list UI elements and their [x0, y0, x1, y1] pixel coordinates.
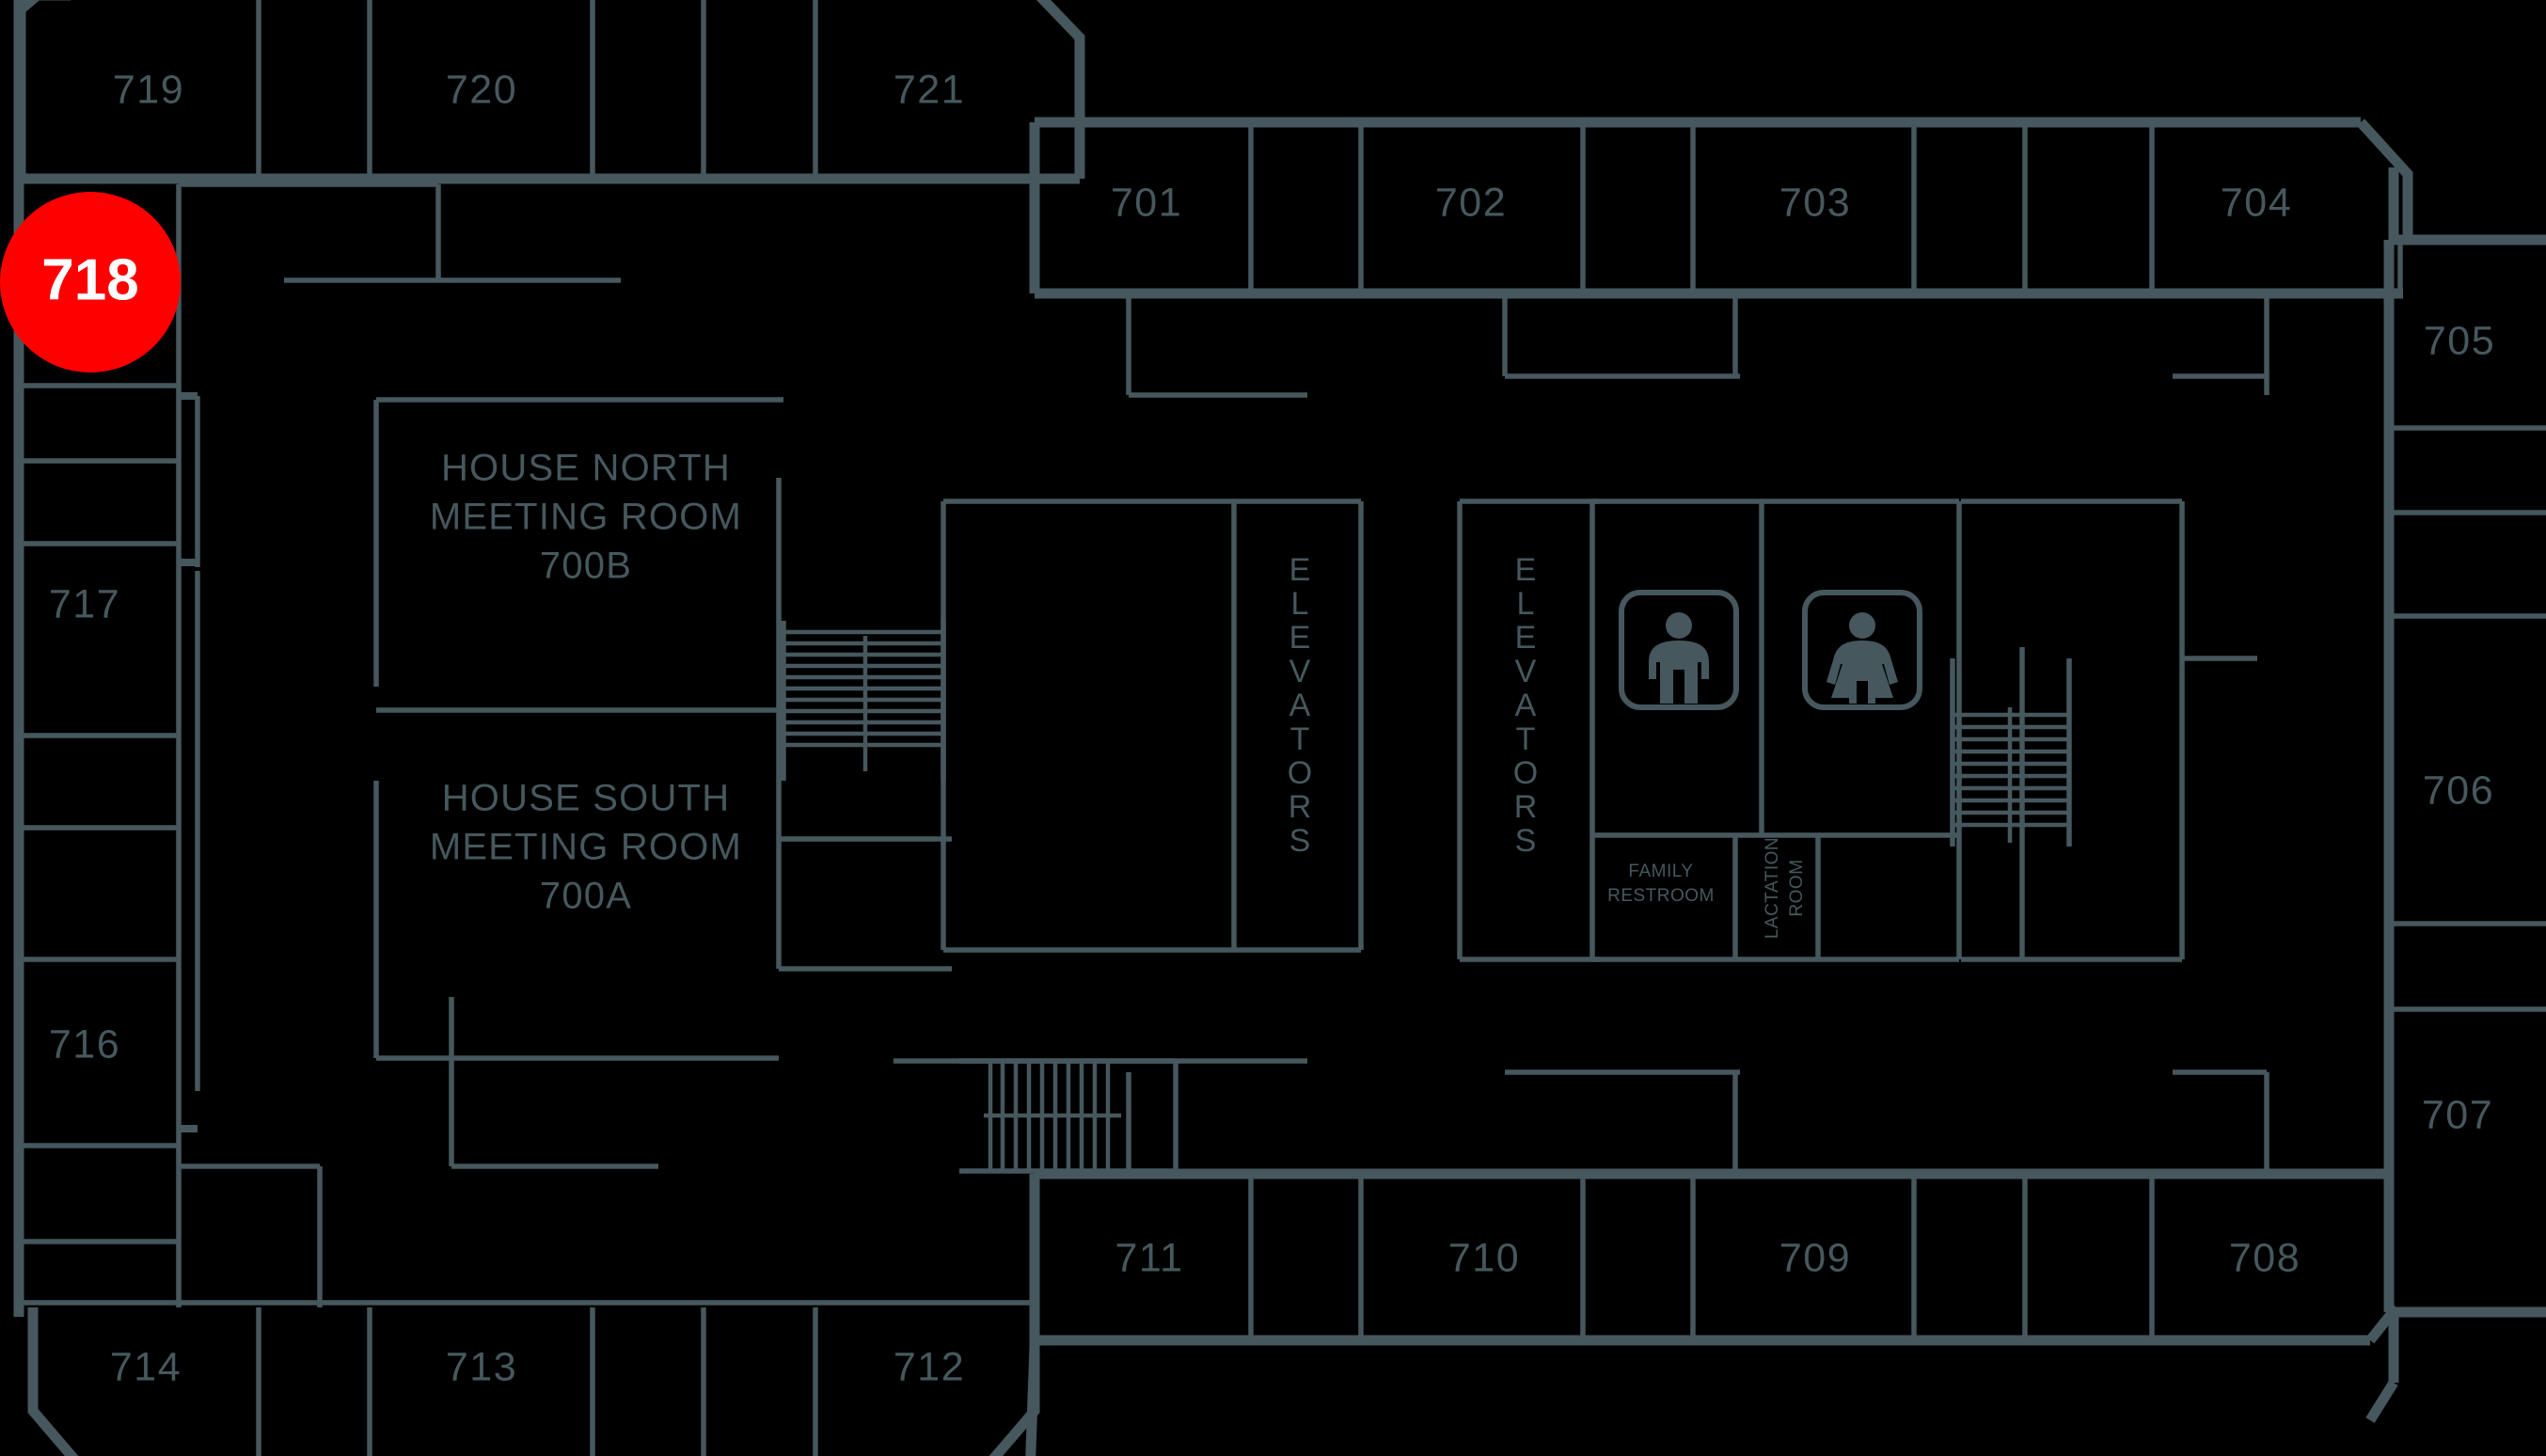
svg-text:LACTATION: LACTATION [1763, 837, 1782, 939]
svg-text:R: R [1514, 789, 1538, 825]
room-label-717: 717 [49, 581, 120, 626]
svg-text:700B: 700B [540, 546, 632, 587]
svg-text:HOUSE SOUTH: HOUSE SOUTH [442, 778, 731, 819]
svg-text:T: T [1290, 721, 1310, 757]
room-label-712: 712 [893, 1344, 965, 1389]
room-label-707: 707 [2422, 1092, 2493, 1137]
top-left-wing-partitions [256, 0, 818, 177]
svg-text:A: A [1515, 688, 1537, 723]
svg-text:E: E [1515, 552, 1537, 588]
room-label-716: 716 [49, 1021, 120, 1067]
corridor-stub-walls [893, 293, 2269, 1174]
svg-text:A: A [1289, 688, 1311, 723]
svg-text:MEETING ROOM: MEETING ROOM [430, 497, 742, 538]
svg-text:O: O [1288, 755, 1312, 791]
building-outline [13, 0, 1085, 184]
facility-labels: FAMILY RESTROOM LACTATION ROOM [1607, 837, 1807, 939]
room-label-703: 703 [1779, 180, 1851, 225]
house-meeting-rooms-walls [373, 397, 952, 1061]
svg-text:E: E [1289, 620, 1311, 656]
svg-text:E: E [1515, 620, 1537, 656]
west-corridor-walls [19, 182, 1030, 1307]
room-label-710: 710 [1448, 1235, 1520, 1280]
stairs-east [1950, 658, 2072, 847]
svg-text:V: V [1289, 654, 1311, 689]
svg-text:ROOM: ROOM [1787, 859, 1807, 916]
svg-text:700A: 700A [540, 876, 632, 917]
family-restroom-label: FAMILY RESTROOM [1607, 862, 1715, 906]
room-label-721: 721 [893, 67, 965, 112]
meeting-room-labels: HOUSE NORTH MEETING ROOM 700B HOUSE SOUTH ME… [430, 448, 742, 917]
svg-text:E: E [1289, 552, 1311, 588]
svg-text:T: T [1516, 721, 1536, 757]
stairs-south-center [959, 1058, 1178, 1174]
svg-text:R: R [1289, 789, 1312, 825]
room-label-714: 714 [110, 1344, 182, 1389]
central-core-walls [941, 499, 2185, 962]
east-wing-rooms [2365, 167, 2546, 1423]
mens-restroom-icon [1619, 590, 1739, 710]
north-wing-rooms [1029, 117, 2413, 299]
south-wing-rooms [1025, 1168, 2401, 1456]
room-label-711: 711 [1115, 1235, 1183, 1280]
svg-text:FAMILY: FAMILY [1628, 862, 1693, 881]
svg-text:RESTROOM: RESTROOM [1607, 886, 1715, 906]
svg-text:V: V [1515, 654, 1537, 689]
stairs-north-west [781, 621, 946, 781]
room-highlight-marker-718[interactable]: 718 [0, 192, 181, 372]
room-label-719: 719 [113, 67, 184, 112]
svg-text:S: S [1289, 823, 1311, 859]
svg-text:718: 718 [41, 247, 138, 312]
meeting-room-700B: HOUSE NORTH MEETING ROOM 700B [430, 448, 742, 587]
room-label-704: 704 [2221, 180, 2292, 225]
room-label-701: 701 [1111, 180, 1182, 225]
womens-restroom-icon [1802, 590, 1922, 710]
room-number-labels: 719 720 721 701 702 703 704 705 706 707 708 709 710 7… [49, 67, 2495, 1389]
west-wing-rooms [13, 179, 182, 1307]
room-label-713: 713 [446, 1344, 517, 1389]
svg-text:HOUSE NORTH: HOUSE NORTH [441, 448, 731, 489]
room-label-708: 708 [2229, 1235, 2301, 1280]
svg-text:O: O [1513, 755, 1538, 791]
meeting-room-700A: HOUSE SOUTH MEETING ROOM 700A [430, 778, 742, 917]
room-label-702: 702 [1435, 180, 1507, 225]
svg-text:MEETING ROOM: MEETING ROOM [430, 827, 742, 868]
room-label-706: 706 [2423, 768, 2494, 813]
lactation-room-label: LACTATION ROOM [1763, 837, 1807, 939]
svg-text:L: L [1291, 586, 1309, 622]
room-label-705: 705 [2424, 318, 2495, 363]
svg-text:L: L [1517, 586, 1535, 622]
room-label-709: 709 [1779, 1235, 1851, 1280]
svg-text:S: S [1515, 823, 1537, 859]
south-west-wing-rooms [13, 1303, 1040, 1456]
room-label-720: 720 [446, 67, 517, 112]
